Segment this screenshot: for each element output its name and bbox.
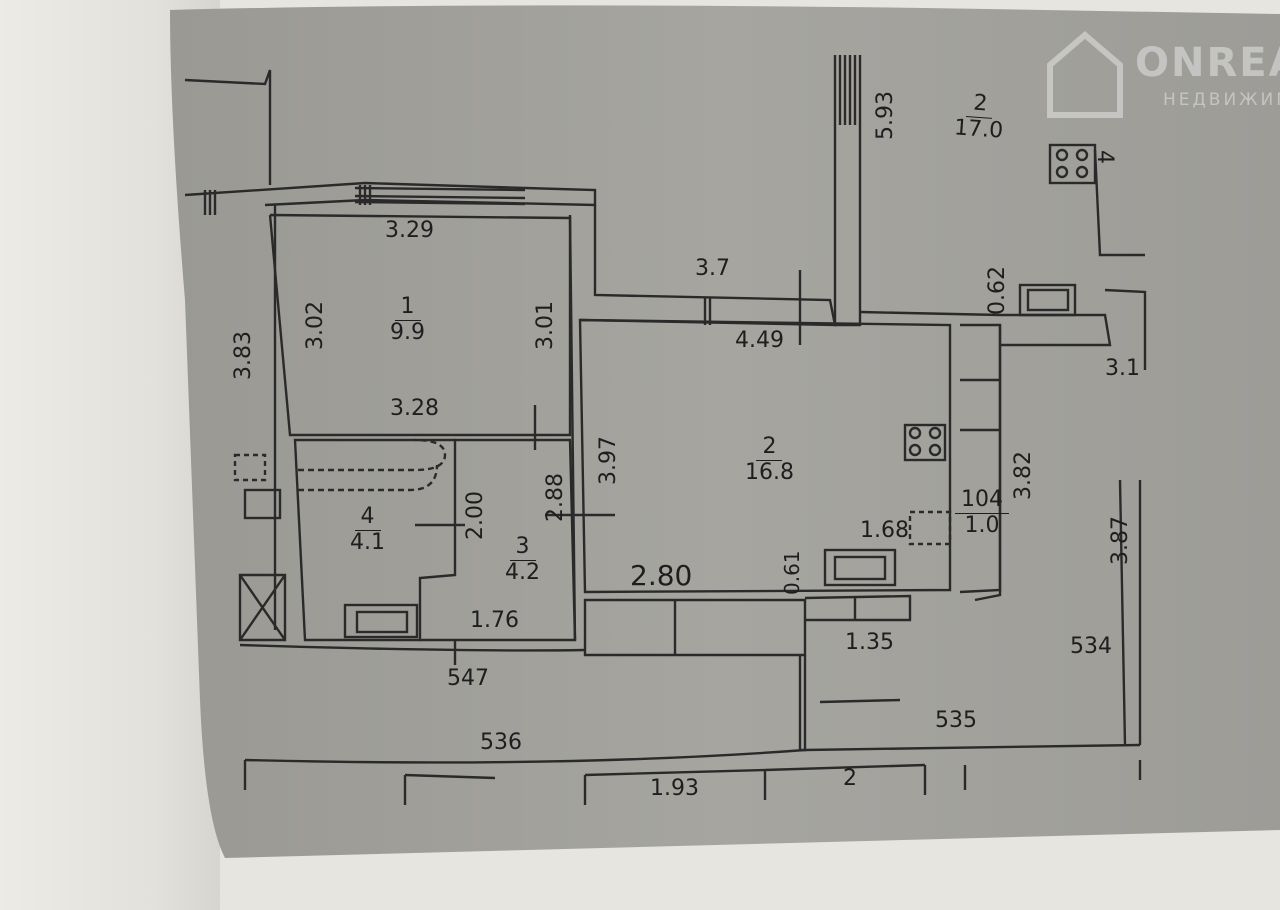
room-number: 4 xyxy=(354,505,381,532)
room-area: 16.8 xyxy=(745,460,794,486)
dim-label: 3.82 xyxy=(1011,451,1036,500)
dim-label: 3.29 xyxy=(385,218,434,243)
dim-label: 3.87 xyxy=(1108,516,1133,565)
watermark-brand: ONREALT xyxy=(1135,40,1280,86)
house-logo-icon xyxy=(1047,31,1123,118)
watermark-subtitle: НЕДВИЖИМОСТЬ xyxy=(1163,90,1280,110)
dim-label: 2.00 xyxy=(463,491,488,540)
room-2-main-label: 2 16.8 xyxy=(745,435,794,484)
room-104-label: 104 1.0 xyxy=(955,488,1009,537)
dim-label: 3.02 xyxy=(303,301,328,350)
dim-label: 2.88 xyxy=(543,473,568,522)
room-1-label: 1 9.9 xyxy=(390,295,425,344)
dim-label: 536 xyxy=(480,730,522,755)
dim-label: 3.01 xyxy=(533,301,558,350)
dim-label: 0.62 xyxy=(985,266,1010,315)
room-3-label: 3 4.2 xyxy=(505,535,540,584)
dim-label: 547 xyxy=(447,666,489,691)
walls xyxy=(184,55,1147,805)
dim-label: 3.97 xyxy=(596,436,621,485)
floor-plan-sheet: ONREALT НЕДВИЖИМОСТЬ 1 9.9 2 16.8 3 4.2 … xyxy=(165,0,1280,870)
room-area: 17.0 xyxy=(953,115,1004,144)
dim-label: 534 xyxy=(1070,634,1112,659)
room-area: 9.9 xyxy=(390,320,425,346)
room-area: 4.2 xyxy=(505,560,540,586)
dim-label: 4 xyxy=(1092,150,1117,164)
room-number: 104 xyxy=(955,488,1009,515)
room-number: 3 xyxy=(509,535,536,562)
dim-label: 3.83 xyxy=(231,331,256,380)
dim-label: 2.80 xyxy=(630,559,693,592)
dim-label: 535 xyxy=(935,708,977,733)
dim-label: 1.93 xyxy=(650,776,699,801)
room-area: 1.0 xyxy=(964,513,1000,539)
dim-label: 1.76 xyxy=(470,608,519,633)
room-4-label: 4 4.1 xyxy=(350,505,385,554)
room-number: 2 xyxy=(756,435,783,462)
dim-label: 1.35 xyxy=(845,630,894,655)
dim-label: 4.49 xyxy=(735,328,784,353)
dim-label: 3.28 xyxy=(390,396,439,421)
dim-label: 3.1 xyxy=(1105,356,1140,381)
room-number: 2 xyxy=(966,91,995,119)
floor-plan-drawing xyxy=(170,5,1280,858)
dim-label: 1.68 xyxy=(860,518,909,543)
dim-label: 5.93 xyxy=(873,91,898,140)
room-number: 1 xyxy=(394,295,421,322)
dim-label: 0.61 xyxy=(780,550,804,595)
dim-label: 3.7 xyxy=(695,256,730,281)
room-area: 4.1 xyxy=(350,530,385,556)
dim-label: 2 xyxy=(843,766,857,791)
paper-background xyxy=(170,5,1280,858)
room-2-neighbor-label: 2 17.0 xyxy=(953,90,1005,144)
